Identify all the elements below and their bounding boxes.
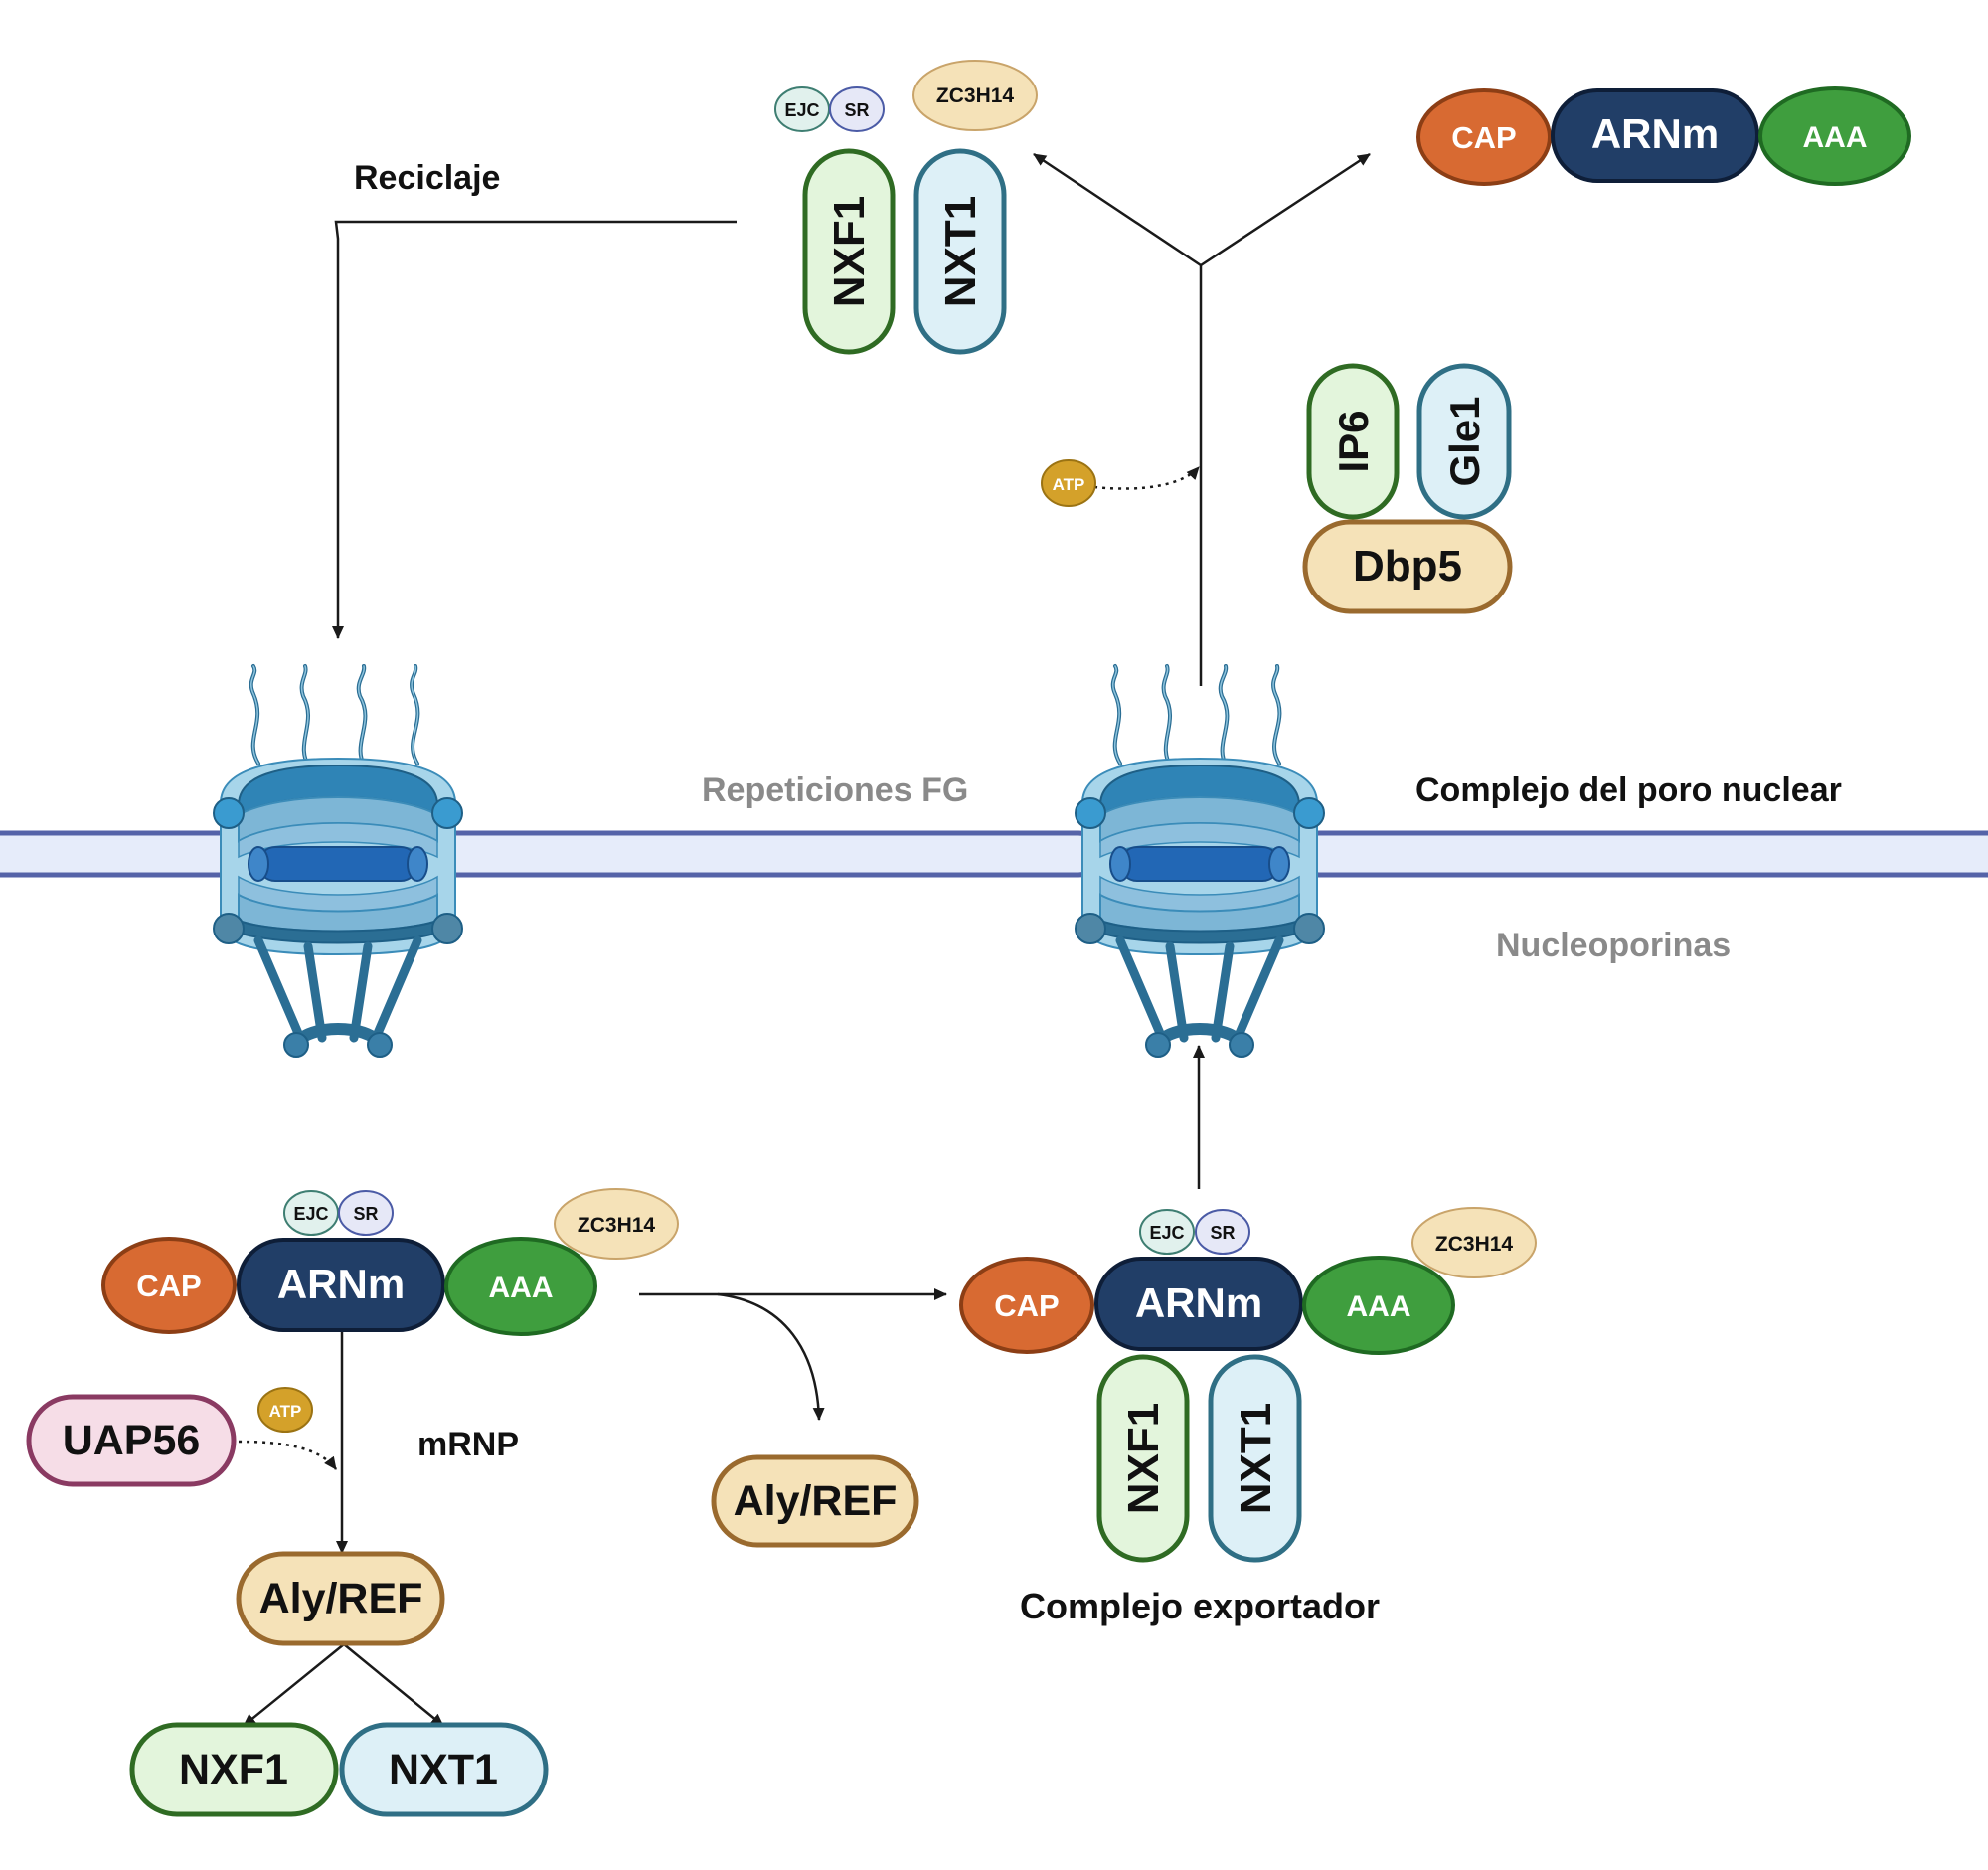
label-nucleoporinas: Nucleoporinas [1496,927,1731,964]
arrow-alyref-release [717,1292,825,1421]
zc3h14-badge [912,60,1038,131]
released-alyref: Aly/REF [711,1454,919,1548]
nxt1-vertical-label: NXT1 [936,196,985,307]
atp-badge [257,1387,313,1433]
gle1-label: Gle1 [1441,396,1488,486]
release-factors: ATP IP6 Gle1 Dbp5 [1041,363,1513,614]
nxt1-shape [339,1722,549,1817]
gle1-shape [1416,363,1512,520]
free-mrna: CAP ARNm AAA [1416,86,1911,186]
aaa-shape [444,1237,597,1336]
dbp5-shape [1302,519,1513,614]
sr-badge [1195,1209,1250,1255]
cap-shape [1416,88,1552,186]
alyref-shape [236,1551,445,1646]
cap-shape [101,1237,237,1334]
arnm-label: ARNm [1591,110,1719,157]
arnm-label: ARNm [277,1261,405,1307]
arrow-alyref-to-nxt1 [343,1643,444,1727]
arrow-to-export-factors [1033,152,1202,267]
sr-label: SR [353,1204,378,1224]
nuclear-pore-right [1076,666,1324,1057]
label-reciclaje: Reciclaje [354,159,500,197]
atp-badge [1041,459,1096,507]
sr-badge [829,86,885,132]
aaa-label: AAA [489,1272,554,1304]
arnm-label: ARNm [1135,1279,1262,1326]
cap-shape [959,1257,1094,1354]
atp-label: ATP [1053,475,1085,494]
membrane-segment-right [1295,830,1988,878]
nxt1-label: NXT1 [389,1746,498,1793]
cap-label: CAP [994,1288,1059,1323]
nuclear-pore-left [214,666,462,1057]
nxf1-vertical [1096,1354,1190,1563]
export-complex: EJC SR ZC3H14 CAP ARNm AAA NXF1 NXT1 [959,1207,1537,1563]
ejc-label: EJC [1149,1223,1184,1243]
cap-label: CAP [1451,120,1516,155]
cap-label: CAP [136,1269,201,1303]
arrow-uap56-atp [238,1440,338,1470]
nxf1-vertical-label: NXF1 [1119,1403,1168,1514]
arrow-to-free-mrna [1200,152,1371,267]
nxt1-vertical [1208,1354,1302,1563]
ejc-label: EJC [293,1204,328,1224]
zc3h14-badge [554,1188,679,1260]
alyref-released-label: Aly/REF [734,1477,898,1525]
aaa-label: AAA [1347,1290,1411,1323]
label-repeticiones-fg: Repeticiones FG [702,771,968,809]
ip6-label: IP6 [1330,410,1377,472]
nxf1-vertical [802,148,896,355]
sr-label: SR [844,100,869,120]
dbp5-label: Dbp5 [1353,542,1462,591]
zc3h14-label: ZC3H14 [936,85,1015,107]
arnm-shape [237,1238,445,1332]
ejc-badge [1139,1209,1195,1255]
zc3h14-label: ZC3H14 [578,1214,656,1237]
alyref-label: Aly/REF [259,1575,423,1622]
ejc-label: EJC [784,100,819,120]
nxf1-label: NXF1 [179,1746,288,1793]
label-complejo-exportador: Complejo exportador [1020,1586,1380,1626]
arnm-shape [1094,1257,1303,1351]
nxt1-vertical-label: NXT1 [1232,1403,1280,1514]
nuclear-membrane [0,830,1988,878]
nxt1-vertical [913,148,1007,355]
mrnp-complex: EJC SR ZC3H14 CAP ARNm AAA UAP56 ATP Aly… [26,1188,679,1817]
aaa-shape [1758,86,1911,186]
atp-label: ATP [269,1402,302,1421]
label-mrnp: mRNP [417,1426,519,1463]
arnm-shape [1551,88,1759,183]
aaa-shape [1302,1256,1455,1355]
alyref-released-shape [711,1454,919,1548]
sr-label: SR [1210,1223,1235,1243]
zc3h14-label: ZC3H14 [1435,1233,1514,1256]
uap56-label: UAP56 [63,1417,201,1464]
ip6-shape [1306,363,1400,520]
nxf1-shape [129,1722,339,1817]
arrow-recycling [332,220,737,639]
released-export-factors: EJC SR ZC3H14 NXF1 NXT1 [774,60,1038,355]
uap56-shape [26,1394,237,1487]
membrane-segment-middle [432,830,1102,878]
label-complejo-poro: Complejo del poro nuclear [1415,771,1842,809]
zc3h14-badge [1411,1207,1537,1278]
arrow-alyref-to-nxf1 [243,1643,345,1727]
arrows [238,152,1371,1727]
sr-badge [338,1190,394,1236]
aaa-label: AAA [1803,121,1868,154]
arrow-atp-release [1093,466,1200,490]
nxf1-vertical-label: NXF1 [825,196,874,307]
